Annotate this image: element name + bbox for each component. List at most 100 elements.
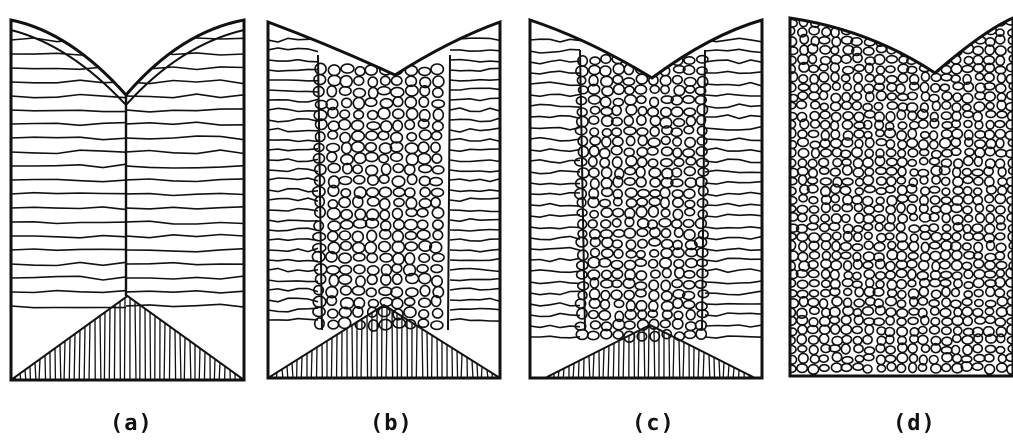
grain <box>910 169 918 176</box>
grain <box>985 254 996 261</box>
columnar-grain-boundary <box>268 128 318 131</box>
grain <box>841 364 851 372</box>
grain <box>820 83 830 91</box>
columnar-grain-boundary <box>530 236 580 239</box>
grain <box>853 363 863 370</box>
grain <box>931 206 941 213</box>
columnar-grain-boundary <box>705 138 762 140</box>
grain <box>831 130 840 139</box>
grain <box>684 189 695 198</box>
grain <box>931 74 941 82</box>
panel-d-ingot <box>785 16 1013 376</box>
grain <box>420 286 430 297</box>
grain <box>341 286 352 295</box>
grain <box>996 56 1005 65</box>
grain <box>852 102 861 110</box>
grain <box>855 188 863 195</box>
grain <box>601 208 612 217</box>
grain <box>316 100 328 108</box>
grain <box>405 164 415 174</box>
columnar-grain-boundary <box>126 207 244 209</box>
grain <box>591 321 601 329</box>
grain <box>369 299 379 307</box>
grain <box>812 148 820 158</box>
columnar-grain-boundary <box>11 262 126 265</box>
columnar-grain-boundary <box>530 82 580 85</box>
grain <box>820 46 830 54</box>
grain <box>661 159 673 167</box>
columnar-grain-boundary <box>705 291 762 295</box>
grain <box>602 129 611 137</box>
grain <box>820 167 829 174</box>
grain <box>973 46 983 54</box>
grain <box>986 300 996 307</box>
columnar-grain-boundary <box>268 209 318 212</box>
grain <box>797 335 806 345</box>
grain <box>591 248 600 257</box>
grain <box>921 92 929 101</box>
columnar-grain-boundary <box>268 280 318 282</box>
grain <box>697 56 708 63</box>
grain <box>953 177 963 187</box>
grain <box>588 257 600 268</box>
grain <box>367 122 380 130</box>
grain <box>874 27 884 37</box>
grain <box>576 237 587 247</box>
chill-crystal <box>461 354 462 378</box>
grain <box>863 197 873 206</box>
grain <box>930 119 939 128</box>
grain <box>393 164 403 173</box>
grain <box>328 163 340 172</box>
columnar-grain-boundary <box>530 94 580 96</box>
chill-crystal <box>35 363 36 380</box>
grain <box>600 66 611 76</box>
grain <box>339 231 350 240</box>
grain <box>685 200 695 208</box>
grain <box>963 176 973 183</box>
grain <box>404 307 416 318</box>
chill-crystal <box>427 332 428 378</box>
columnar-grain-boundary <box>450 88 500 90</box>
grain <box>864 354 874 361</box>
grain <box>590 137 600 146</box>
grain <box>942 122 952 129</box>
grain <box>328 221 340 231</box>
grain <box>638 107 646 116</box>
grain <box>995 46 1006 55</box>
grain <box>808 365 818 374</box>
grain <box>810 112 819 121</box>
grain <box>843 112 853 120</box>
grain <box>887 56 898 63</box>
grain <box>829 223 839 231</box>
columnar-grain-boundary <box>126 94 244 98</box>
grain <box>975 317 986 324</box>
grain <box>798 130 807 138</box>
chill-crystal <box>673 337 674 378</box>
grain <box>394 198 404 206</box>
columnar-grain-boundary <box>705 204 762 206</box>
grain <box>380 99 392 108</box>
grain <box>863 335 872 344</box>
grain <box>660 258 672 268</box>
grain <box>798 252 808 261</box>
grain <box>589 116 599 124</box>
grain <box>921 253 930 262</box>
grain <box>352 142 365 152</box>
grain <box>638 190 649 198</box>
columnar-grain-boundary <box>530 171 580 174</box>
grain <box>798 159 806 167</box>
grain <box>684 57 695 64</box>
grain <box>855 356 863 363</box>
grain <box>314 221 323 230</box>
grain <box>798 84 808 91</box>
grain <box>952 289 960 297</box>
grain <box>964 121 972 128</box>
grain <box>863 252 874 261</box>
grain <box>327 144 340 152</box>
columnar-grain-boundary <box>126 136 244 140</box>
columnar-grain-boundary <box>530 193 580 195</box>
grain <box>354 76 364 85</box>
grain <box>354 176 365 184</box>
grain <box>942 35 951 43</box>
grain <box>696 147 707 156</box>
